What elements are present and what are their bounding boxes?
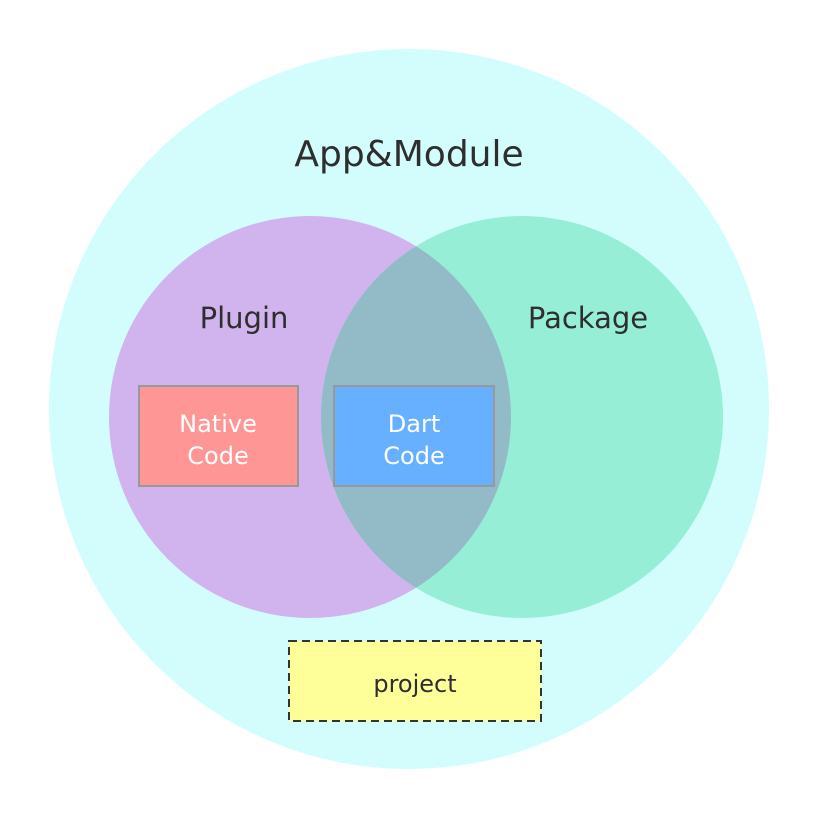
overlap-region: [321, 216, 511, 618]
dart-code-box: Dart Code: [333, 385, 495, 487]
native-code-rect: [138, 385, 299, 487]
native-code-line2: Code: [187, 442, 248, 470]
dart-code-line2: Code: [383, 442, 444, 470]
package-title: Package: [528, 301, 648, 335]
project-rect: [288, 640, 542, 722]
native-code-line1: Native: [179, 410, 257, 438]
project-label: project: [373, 670, 456, 698]
dart-code-line1: Dart: [388, 410, 440, 438]
native-code-box: Native Code: [138, 385, 299, 487]
app-module-title: App&Module: [294, 134, 523, 175]
project-box: project: [288, 640, 542, 722]
dart-code-rect: [333, 385, 495, 487]
plugin-title: Plugin: [200, 301, 289, 335]
